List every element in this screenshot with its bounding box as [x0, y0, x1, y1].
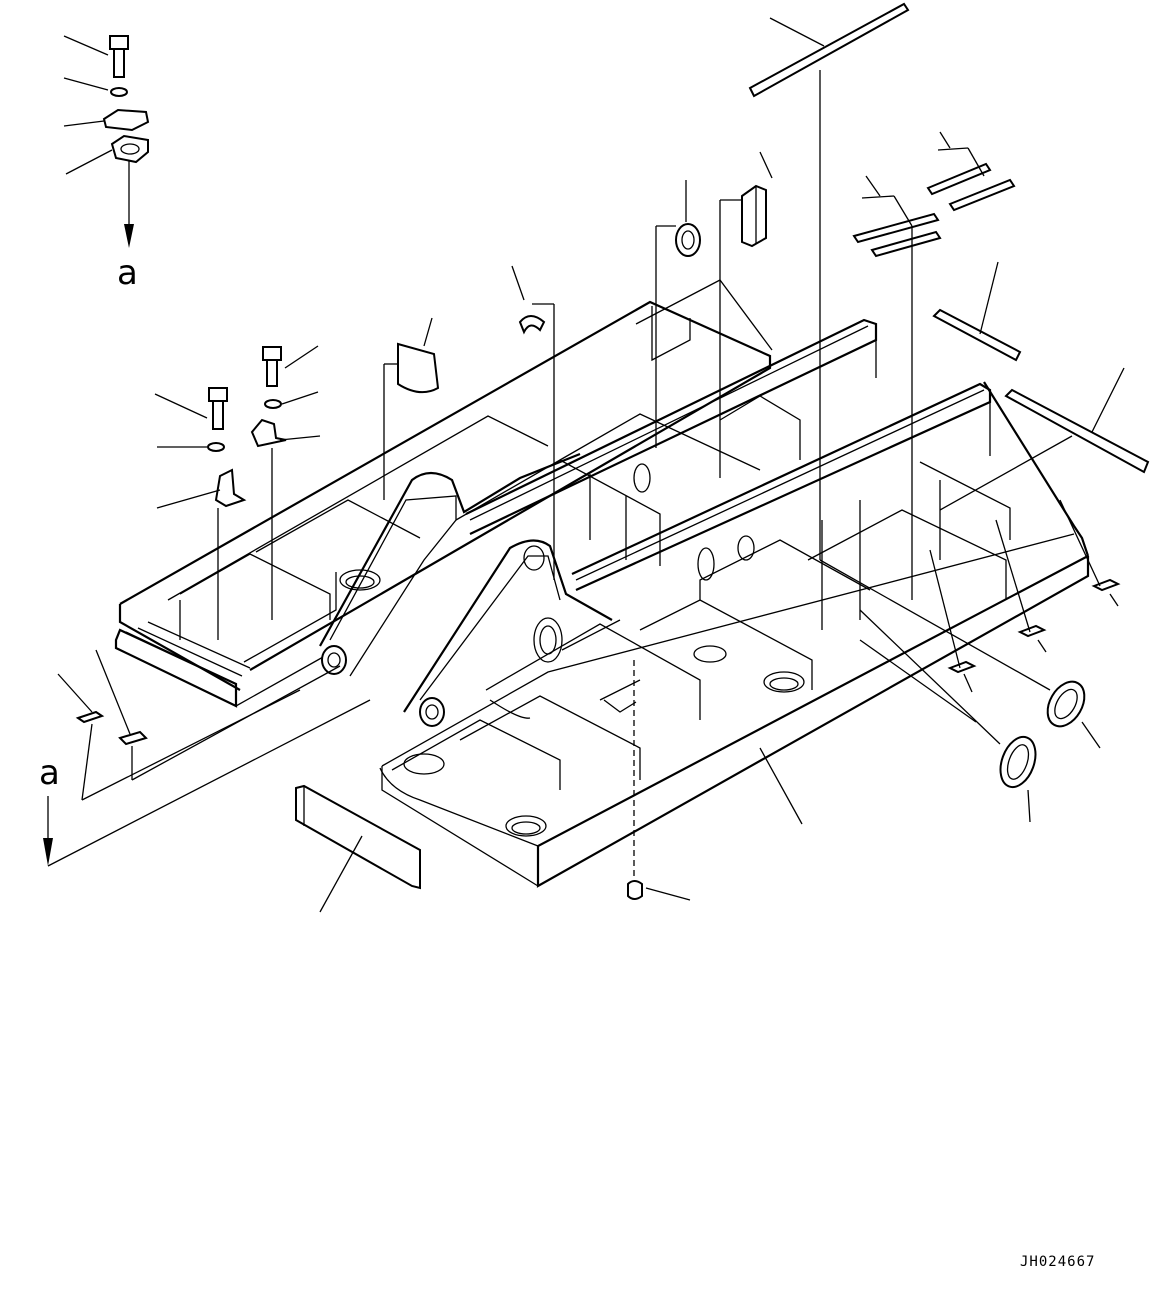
ring-grommet-top: [675, 223, 701, 257]
plug: [627, 880, 643, 900]
small-top-parts: [383, 265, 555, 580]
right-side-parts: [819, 499, 1121, 823]
oval-grommet-upper: [1046, 680, 1086, 728]
fastener-group-mid: [154, 345, 321, 640]
bottom-parts: [295, 660, 803, 913]
gasket: [110, 134, 149, 164]
cover-plate: [102, 108, 150, 132]
top-right-parts: [655, 2, 1150, 600]
strip-right-upper: [932, 308, 1022, 362]
main-frame: [114, 279, 1090, 888]
bolt-shank: [113, 48, 125, 78]
strip-right-long: [1004, 388, 1150, 474]
bolt-head: [109, 35, 129, 50]
washer: [110, 87, 128, 97]
clip-group-left: [43, 649, 371, 867]
section-marker-top: a: [117, 253, 138, 293]
long-bar-top: [748, 2, 910, 98]
block: [741, 184, 767, 248]
cover-lid: [397, 342, 440, 394]
section-marker-bottom: a: [39, 753, 60, 793]
drawing-code: JH024667: [1020, 1254, 1096, 1270]
oval-grommet-lower: [999, 735, 1037, 789]
fastener-stack-a: [63, 35, 150, 248]
